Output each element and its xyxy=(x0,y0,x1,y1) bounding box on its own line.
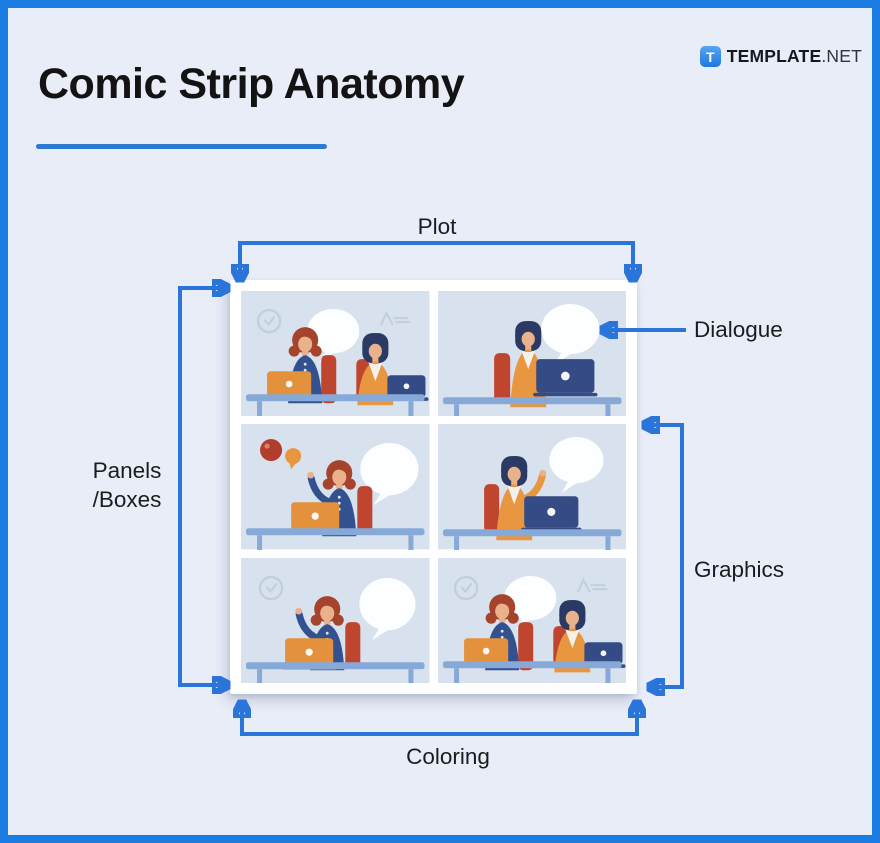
comic-panel-3 xyxy=(241,424,430,550)
label-panels-line1: Panels xyxy=(92,458,162,483)
navy-laptop xyxy=(532,359,597,397)
chair xyxy=(493,353,510,404)
comic-panel-illustration xyxy=(437,424,626,550)
logo-text-bold: TEMPLATE xyxy=(726,46,822,66)
speech-bubble xyxy=(359,577,416,640)
logo-text-suffix: .NET xyxy=(821,46,862,66)
chair xyxy=(517,621,533,670)
bookshelf-icon xyxy=(380,310,411,326)
plot-bracket-arrow xyxy=(240,241,633,278)
label-graphics: Graphics xyxy=(694,557,785,582)
clock-icon xyxy=(453,575,478,600)
template-net-logo[interactable]: T TEMPLATE.NET xyxy=(699,46,862,67)
page-title: Comic Strip Anatomy xyxy=(38,60,465,108)
comic-panel-1 xyxy=(241,291,430,417)
comic-panel-5 xyxy=(241,557,430,683)
navy-laptop xyxy=(520,496,581,532)
chair xyxy=(345,621,361,668)
comic-panel-illustration xyxy=(241,291,430,417)
comic-panel-illustration xyxy=(241,557,430,683)
comic-panel-6 xyxy=(437,557,626,683)
template-logo-icon: T xyxy=(699,46,721,67)
chair xyxy=(321,355,337,404)
dark-bob-haired-woman xyxy=(553,599,590,672)
chair xyxy=(483,484,499,533)
comic-panel-illustration xyxy=(241,424,430,550)
comic-panel-2 xyxy=(437,291,626,417)
speech-bubble xyxy=(360,443,419,506)
chair xyxy=(357,486,373,535)
title-underline xyxy=(36,144,327,149)
comic-panel-illustration xyxy=(437,291,626,417)
dark-bob-haired-woman xyxy=(495,456,546,541)
label-coloring: Coloring xyxy=(406,744,490,769)
label-panels-line2: /Boxes xyxy=(92,487,162,512)
label-panels-boxes: Panels /Boxes xyxy=(93,456,162,514)
coloring-bracket-arrow xyxy=(242,704,637,736)
label-plot: Plot xyxy=(417,214,457,239)
desk xyxy=(442,397,621,417)
panels-boxes-bracket-arrow xyxy=(178,288,226,685)
desk xyxy=(246,528,425,550)
desk xyxy=(246,394,425,417)
comic-panel-illustration xyxy=(437,557,626,683)
clock-icon xyxy=(256,308,282,334)
comic-panel-4 xyxy=(437,424,626,550)
graphics-bracket-arrow xyxy=(646,425,684,687)
desk xyxy=(442,529,621,550)
template-logo-text: TEMPLATE.NET xyxy=(727,46,862,67)
balloons-icon xyxy=(260,439,302,470)
desk xyxy=(246,661,425,683)
label-dialogue: Dialogue xyxy=(694,317,783,342)
clock-icon xyxy=(258,575,284,600)
bookshelf-icon xyxy=(576,577,608,592)
comic-strip-page xyxy=(230,280,637,694)
speech-bubble xyxy=(548,437,603,494)
desk xyxy=(442,660,621,683)
